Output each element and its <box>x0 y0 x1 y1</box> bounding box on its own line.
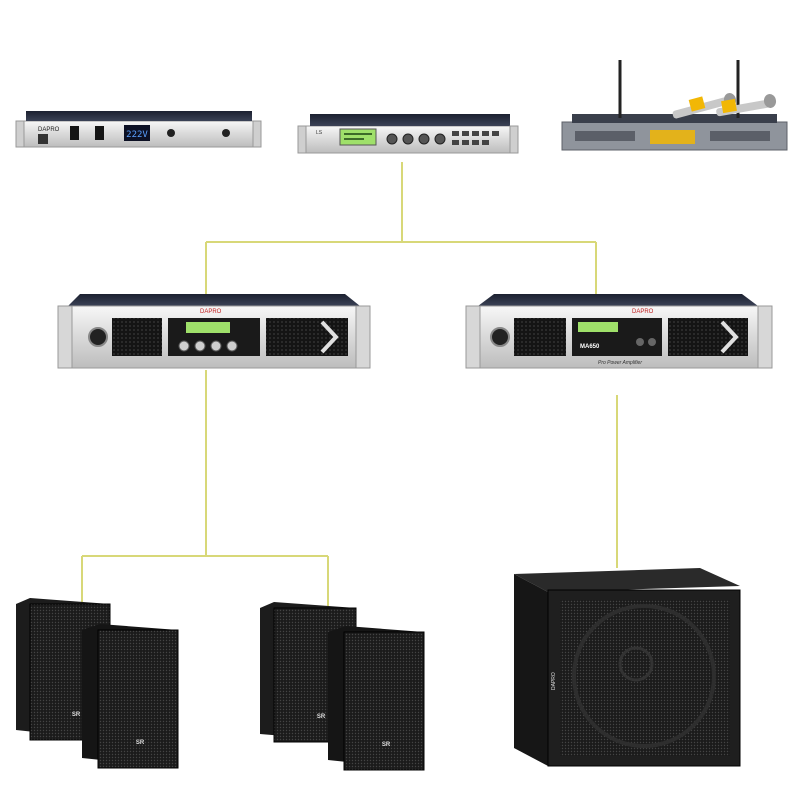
wireless-mic-receiver-device <box>561 60 788 151</box>
processor-button <box>452 131 459 136</box>
chevron-icon <box>720 320 739 354</box>
voltage-display <box>124 125 150 141</box>
subwoofer-brand: DAPRO <box>551 672 557 690</box>
power-sequencer-brand: DAPRO <box>38 127 60 133</box>
amp-left-grille <box>112 318 162 356</box>
processor-knob-icon <box>418 133 430 145</box>
speaker-badge: SR <box>317 714 326 720</box>
amp-left-lcd <box>186 322 230 333</box>
chevron-icon <box>320 320 339 354</box>
speaker-cabinet: SR <box>328 626 425 771</box>
power-knob-icon <box>167 129 175 137</box>
power-amplifier-right: MA650 DAPRO Pro Power Amplifier <box>465 294 773 369</box>
amp-right-caption: Pro Power Amplifier <box>598 360 642 366</box>
processor-buttons <box>452 131 499 145</box>
power-sequencer-device: DAPRO 222V <box>15 111 262 148</box>
amp-knob-icon <box>210 340 222 352</box>
processor-button <box>472 140 479 145</box>
processor-button <box>482 131 489 136</box>
amp-right-grille <box>514 318 566 356</box>
power-switch-icon <box>95 126 104 140</box>
processor-button <box>482 140 489 145</box>
processor-knob-icon <box>386 133 398 145</box>
processor-knobs <box>386 133 446 145</box>
amp-knob-icon <box>178 340 190 352</box>
processor-knob-icon <box>434 133 446 145</box>
amp-left-brand: DAPRO <box>200 309 222 315</box>
amp-knob-icon <box>226 340 238 352</box>
processor-brand: LS <box>316 130 323 136</box>
amp-right-brand: DAPRO <box>632 309 654 315</box>
woofer-cone-icon <box>572 604 716 748</box>
speaker-group: SR SR SR SR <box>16 598 425 771</box>
processor-lcd <box>339 128 377 146</box>
signal-wires <box>81 162 618 606</box>
voltage-readout: 222V <box>126 130 148 140</box>
power-amplifier-left: DAPRO <box>57 294 371 369</box>
amp-knob-icon <box>636 338 644 346</box>
speaker-badge: SR <box>72 712 81 718</box>
processor-knob-icon <box>402 133 414 145</box>
wireless-microphone-icon <box>716 94 777 117</box>
processor-button <box>462 131 469 136</box>
speaker-cabinet: SR <box>82 624 179 769</box>
amp-right-model: MA650 <box>580 344 600 350</box>
processor-button <box>492 131 499 136</box>
amp-right-lcd <box>578 322 618 332</box>
amp-knob-icon <box>648 338 656 346</box>
processor-button <box>472 131 479 136</box>
power-switch-icon <box>70 126 79 140</box>
power-switch-icon <box>490 327 510 347</box>
amp-knob-icon <box>194 340 206 352</box>
power-button-icon <box>222 129 230 137</box>
audio-processor-device: LS <box>297 114 519 154</box>
speaker-badge: SR <box>136 740 145 746</box>
receiver-display <box>650 130 695 144</box>
subwoofer-cabinet: DAPRO <box>514 568 741 767</box>
processor-button <box>462 140 469 145</box>
speaker-badge: SR <box>382 742 391 748</box>
qr-code-icon <box>38 134 48 144</box>
processor-button <box>452 140 459 145</box>
power-switch-icon <box>88 327 108 347</box>
amp-left-knobs <box>178 340 238 352</box>
